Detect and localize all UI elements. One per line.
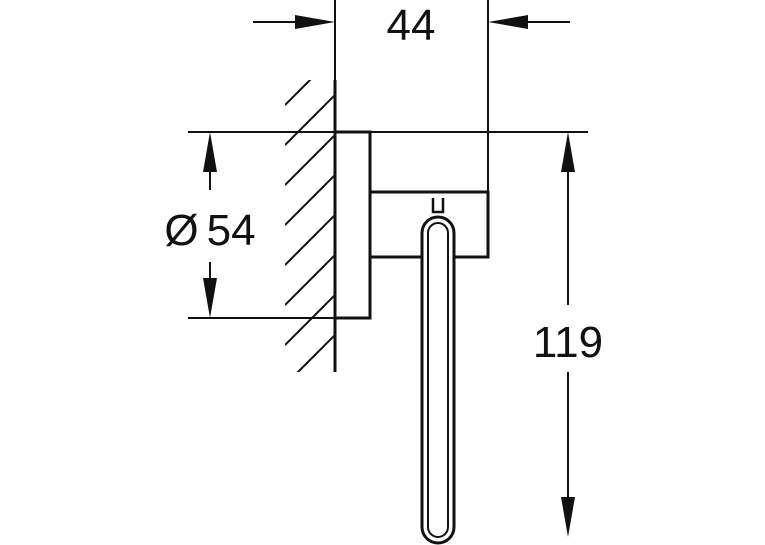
diameter-symbol: Ø [164,206,198,255]
wall-rosette [333,130,372,320]
dimension-depth [253,0,570,192]
arrow-up-icon [561,132,575,172]
arrow-up-icon [203,132,217,172]
wall-hatching [285,80,335,372]
holder-pin [431,198,445,214]
dimension-diameter [188,131,335,319]
arrow-right-icon [295,15,335,29]
diameter-value: 54 [207,206,256,255]
wall [285,80,337,372]
dimension-height-label: 119 [533,318,603,367]
towel-ring-inner [427,222,449,538]
arrow-down-icon [561,497,575,537]
dimension-height [370,131,588,497]
towel-holder [333,130,490,545]
arrow-left-icon [488,15,528,29]
dimension-depth-label: 44 [387,1,436,50]
arrow-down-icon [203,278,217,318]
